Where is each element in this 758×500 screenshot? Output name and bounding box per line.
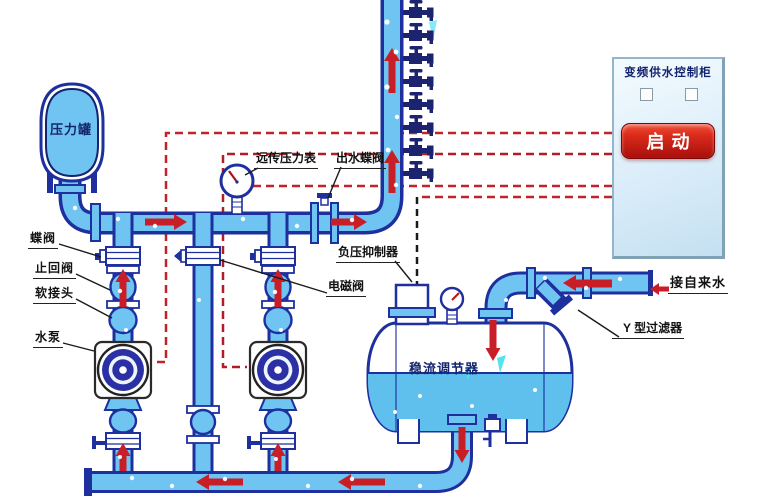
tap-valve-icon [403,23,434,44]
tap-valve-icon [403,69,434,90]
top-manifold-pipe [62,0,400,231]
flange [447,414,477,425]
negative-pressure-suppressor-icon [388,283,436,326]
tank-pressure-gauge-icon [439,286,465,325]
pressure-tank-icon [39,82,105,194]
label-outlet-butterfly-valve: 出水蝶阀 [334,149,387,169]
label-pressure-tank: 压力罐 [50,122,93,137]
label-solenoid-valve: 电磁阀 [326,277,367,297]
tap-valve-icon [403,46,434,67]
flange [54,184,86,194]
label-y-type-filter: Y 型过滤器 [612,319,685,339]
flange [526,267,536,299]
callout-pointer-lines [58,166,620,352]
butterfly-valve-icon [250,246,296,266]
tank-leg [505,419,528,444]
label-tap-water-inlet: 接自来水 [668,272,729,294]
water-pump-icon [93,340,153,400]
pipe-bubbles [72,19,623,489]
y-filter-icon [533,277,574,316]
inlet-label-arrow [650,283,669,295]
control-cabinet: 变频供水控制柜 启动 [612,57,725,259]
pump-suction-assembly [247,397,298,450]
indicator-light [640,88,653,101]
solenoid-valve-icon [174,246,221,266]
flow-arrows [115,48,669,490]
indicator-light [685,88,698,101]
cabinet-title: 变频供水控制柜 [624,67,712,79]
flexible-joint-icon [108,305,138,335]
drain-valve-icon [483,414,501,447]
water-pump-icon [248,340,308,400]
label-water-pump: 水泵 [33,328,64,348]
flange [90,203,101,242]
tap-valve-icon [403,0,434,21]
label-flexible-joint: 软接头 [33,284,77,304]
manifold-end-cap [84,468,92,496]
tank-leg [397,419,420,444]
remote-pressure-gauge-icon [219,163,255,215]
label-remote-pressure-gauge: 远传压力表 [254,149,319,169]
label-flow-regulator: 稳流调节器 [409,361,480,376]
label-negative-pressure-suppressor: 负压抑制器 [336,243,401,263]
flow-regulator-tank [366,283,574,447]
label-butterfly-valve: 蝶阀 [28,229,59,249]
water-sparkle [465,366,472,380]
inlet-pipe-end [648,270,653,296]
tap-valve-icon [403,92,434,113]
tap-valve-icon [403,161,434,182]
tap-valve-icon [403,138,434,159]
pump-suction-assembly [92,397,143,450]
butterfly-valve-icon [95,246,141,266]
water-sparkle [497,355,506,373]
flexible-joint-icon [186,405,220,444]
tap-valves [403,0,437,182]
start-button[interactable]: 启动 [621,123,715,159]
flange [478,308,513,319]
label-check-valve: 止回阀 [33,259,77,279]
inlet-pipe [487,274,651,332]
flexible-joint-icon [263,305,293,335]
